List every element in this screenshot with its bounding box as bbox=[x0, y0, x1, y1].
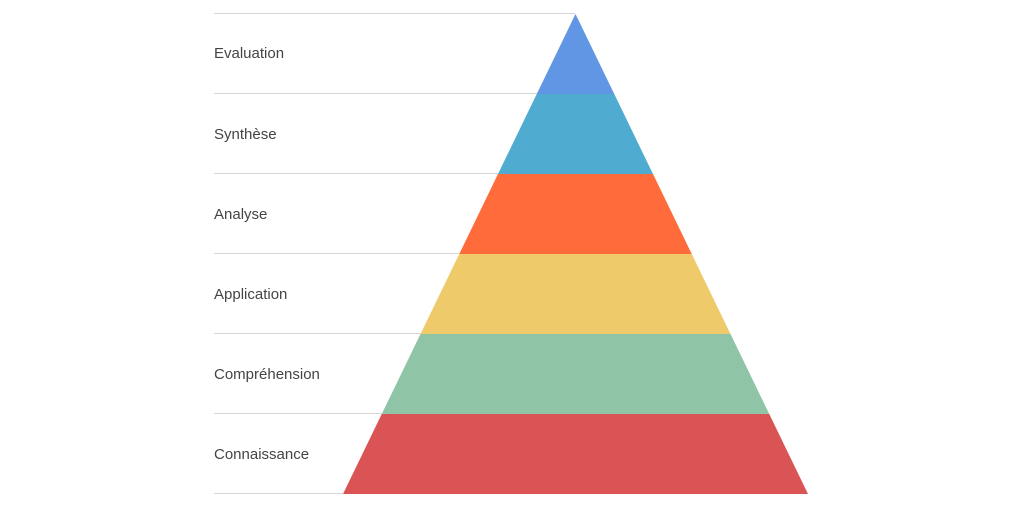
pyramid-level-comprehension[interactable] bbox=[381, 334, 770, 414]
label-comprehension: Compréhension bbox=[214, 366, 320, 383]
separator-lines bbox=[214, 13, 575, 494]
pyramid-level-analyse[interactable] bbox=[459, 174, 692, 254]
pyramid-level-synthese[interactable] bbox=[498, 94, 653, 174]
pyramid-level-application[interactable] bbox=[420, 254, 731, 334]
label-analyse: Analyse bbox=[214, 206, 268, 223]
label-synthese: Synthèse bbox=[214, 126, 277, 143]
label-connaissance: Connaissance bbox=[214, 446, 310, 463]
label-application: Application bbox=[214, 286, 288, 303]
pyramid-level-evaluation[interactable] bbox=[536, 14, 615, 94]
label-evaluation: Evaluation bbox=[214, 45, 285, 62]
pyramid-level-connaissance[interactable] bbox=[343, 414, 808, 494]
